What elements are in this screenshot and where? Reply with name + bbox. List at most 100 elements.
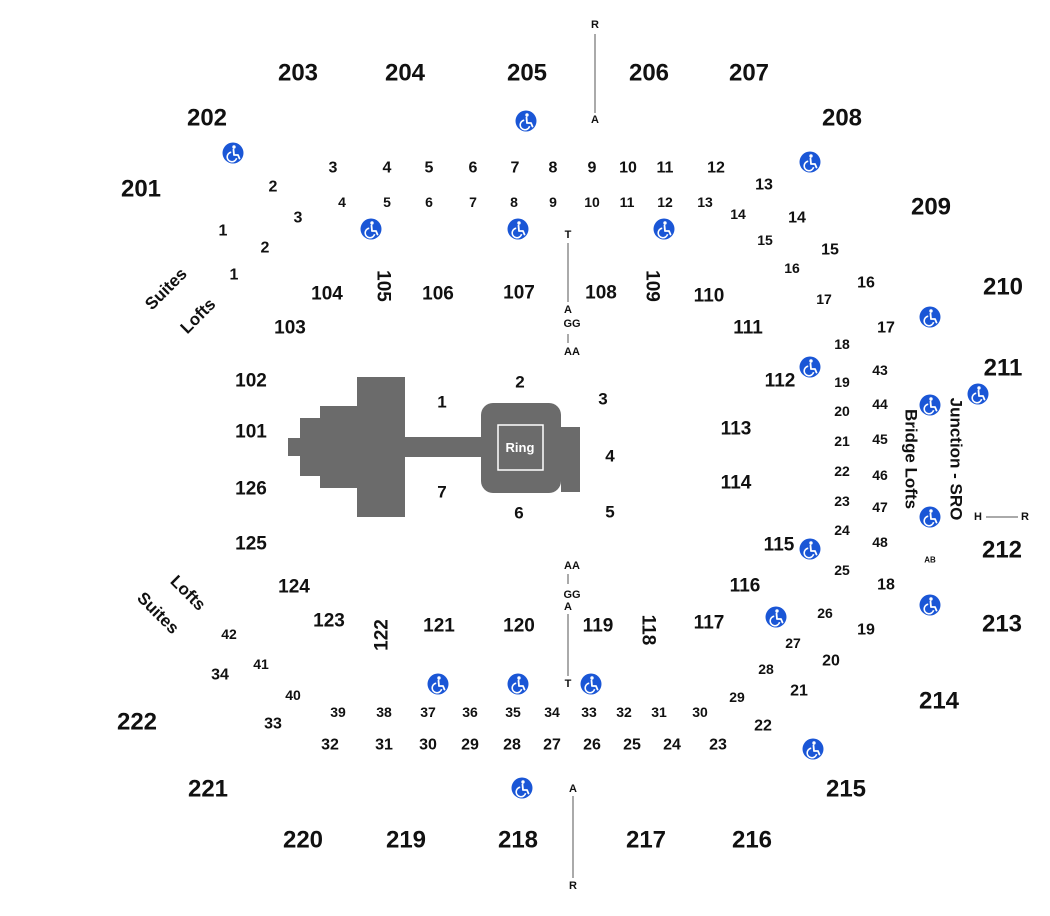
row-marker-label: AA: [564, 560, 580, 572]
section-217-label: 217: [626, 827, 666, 854]
loge-box-label: 18: [877, 577, 895, 594]
area-lofts-label: Lofts: [177, 295, 220, 338]
loge-box-label: 17: [877, 320, 895, 337]
loge-box-label: 5: [383, 194, 391, 210]
section-112-label: 112: [765, 371, 796, 392]
loge-box-label: 22: [754, 718, 772, 735]
aisle-lines: [567, 34, 1018, 878]
section-220-label: 220: [283, 827, 323, 854]
area-suites-label: Suites: [133, 588, 183, 638]
wheelchair-accessible-icon: [919, 394, 941, 416]
loge-box-label: 10: [584, 194, 600, 210]
row-marker-label: GG: [563, 318, 580, 330]
loge-box-label: 32: [321, 737, 339, 754]
loge-box-label: 39: [330, 704, 346, 720]
loge-box-label: 8: [549, 160, 558, 177]
section-124-label: 124: [278, 577, 310, 598]
loge-box-label: 23: [709, 737, 727, 754]
section-207-label: 207: [729, 60, 769, 87]
section-122-label: 122: [372, 619, 393, 651]
section-103-label: 103: [274, 318, 306, 339]
loge-box-label: 13: [697, 194, 713, 210]
section-107-label: 107: [503, 283, 535, 304]
loge-box-label: 17: [816, 291, 832, 307]
wheelchair-accessible-icon: [511, 777, 533, 799]
section-219-label: 219: [386, 827, 426, 854]
section-110-label: 110: [694, 286, 725, 307]
loge-box-label: 7: [469, 194, 477, 210]
loge-box-label: 19: [834, 374, 850, 390]
section-117-label: 117: [694, 613, 725, 634]
section-105-label: 105: [373, 270, 394, 302]
section-119-label: 119: [583, 616, 614, 637]
wheelchair-accessible-icon: [765, 606, 787, 628]
loge-box-label: 21: [834, 433, 850, 449]
loge-box-label: 20: [834, 403, 850, 419]
floor-section-label: 7: [437, 483, 446, 502]
ring-label: Ring: [506, 440, 535, 455]
loge-box-label: 15: [821, 242, 839, 259]
ring-border: [497, 424, 544, 471]
loge-box-label: 4: [338, 194, 346, 210]
stage-main-block: [357, 377, 405, 517]
loge-box-label: 26: [817, 605, 833, 621]
wheelchair-accessible-icon: [507, 673, 529, 695]
floor-section-label: 1: [437, 393, 446, 412]
loge-box-label: 43: [872, 362, 888, 378]
loge-box-label: 7: [511, 160, 520, 177]
row-marker-label: T: [565, 229, 572, 241]
accessible-seating-icons: [222, 110, 989, 799]
loge-box-label: 33: [264, 716, 282, 733]
loge-box-label: 6: [425, 194, 433, 210]
loge-box-label: 36: [462, 704, 478, 720]
loge-box-label: 13: [755, 177, 773, 194]
wheelchair-accessible-icon: [653, 218, 675, 240]
section-206-label: 206: [629, 60, 669, 87]
loge-box-label: 35: [505, 704, 521, 720]
loge-box-label: 1: [230, 267, 239, 284]
stage-runway: [405, 437, 481, 457]
section-108-label: 108: [585, 283, 617, 304]
loge-box-label: 33: [581, 704, 597, 720]
loge-box-label: 11: [620, 194, 635, 210]
loge-box-label: 12: [707, 160, 725, 177]
loge-box-label: 26: [583, 737, 601, 754]
loge-box-label: 19: [857, 622, 875, 639]
loge-box-label: 44: [872, 396, 888, 412]
loge-box-label: 38: [376, 704, 392, 720]
loge-box-label: 3: [294, 210, 303, 227]
loge-box-label: 25: [834, 562, 850, 578]
wheelchair-accessible-icon: [967, 383, 989, 405]
wheelchair-accessible-icon: [919, 506, 941, 528]
section-209-label: 209: [911, 194, 951, 221]
row-marker-label: T: [565, 678, 572, 690]
wheelchair-accessible-icon: [919, 594, 941, 616]
row-marker-label: R: [591, 19, 599, 31]
loge-box-label: 32: [616, 704, 632, 720]
section-118-label: 118: [638, 615, 659, 646]
section-201-label: 201: [121, 176, 161, 203]
loge-box-label: 2: [269, 179, 278, 196]
loge-box-label: 40: [285, 687, 301, 703]
section-102-label: 102: [235, 371, 267, 392]
stage-step-2: [300, 418, 320, 476]
loge-box-label: 12: [657, 194, 673, 210]
section-216-label: 216: [732, 827, 772, 854]
wheelchair-accessible-icon: [919, 306, 941, 328]
section-214-label: 214: [919, 688, 960, 715]
loge-box-label: 27: [543, 737, 561, 754]
row-marker-label: AB: [924, 556, 936, 565]
loge-box-label: 28: [503, 737, 521, 754]
loge-box-label: 20: [822, 653, 840, 670]
loge-box-label: 48: [872, 534, 888, 550]
loge-box-label: 29: [461, 737, 479, 754]
row-marker-label: GG: [563, 589, 580, 601]
loge-box-label: 23: [834, 493, 850, 509]
row-marker-label: R: [1021, 511, 1029, 523]
loge-box-label: 41: [253, 656, 269, 672]
floor-section-label: 4: [605, 447, 615, 466]
section-213-label: 213: [982, 611, 1022, 638]
loge-box-label: 46: [872, 467, 888, 483]
row-marker-label: H: [974, 511, 982, 523]
